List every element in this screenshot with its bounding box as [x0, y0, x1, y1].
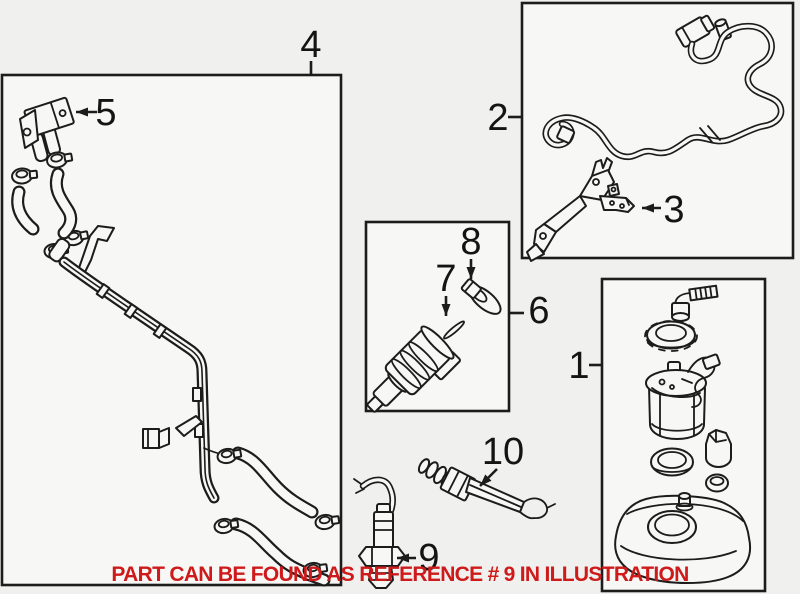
vent-tube-harness-part-2	[542, 14, 785, 161]
callout-label-10: 10	[482, 431, 524, 473]
lock-ring	[644, 320, 698, 352]
lower-hoses-part-4	[213, 446, 341, 587]
pump-module	[645, 353, 721, 440]
clamp-part-8	[460, 278, 502, 315]
callout-label-2: 2	[487, 97, 508, 139]
elbow-fitting	[671, 284, 719, 322]
callout-label-9: 9	[418, 537, 439, 579]
callout-arrow-10	[479, 468, 498, 487]
mounting-bracket-part-3	[526, 157, 635, 262]
callout-label-6: 6	[528, 290, 549, 332]
fuel-pump-assembly-part-1	[614, 284, 751, 584]
grommet	[705, 473, 729, 493]
pressure-sensor-part-5	[19, 96, 75, 163]
callout-label-1: 1	[568, 345, 589, 387]
callout-label-4: 4	[300, 24, 321, 66]
fuel-tank-reservoir	[614, 492, 751, 584]
oxygen-sensor-part-10	[417, 458, 556, 520]
callout-label-3: 3	[663, 189, 684, 231]
purge-valve-part-7	[366, 325, 461, 413]
reference-banner: PART CAN BE FOUND AS REFERENCE # 9 IN IL…	[111, 563, 689, 586]
seal-ring-part-7-target	[443, 320, 465, 340]
seal-ring	[650, 447, 694, 477]
short-hoses-upper	[11, 167, 78, 240]
fuel-tube-assembly-part-4	[48, 225, 229, 504]
callout-label-8: 8	[460, 221, 481, 263]
callout-label-7: 7	[435, 258, 456, 300]
callout-label-5: 5	[95, 92, 116, 134]
fuel-cut-valve	[705, 429, 732, 468]
